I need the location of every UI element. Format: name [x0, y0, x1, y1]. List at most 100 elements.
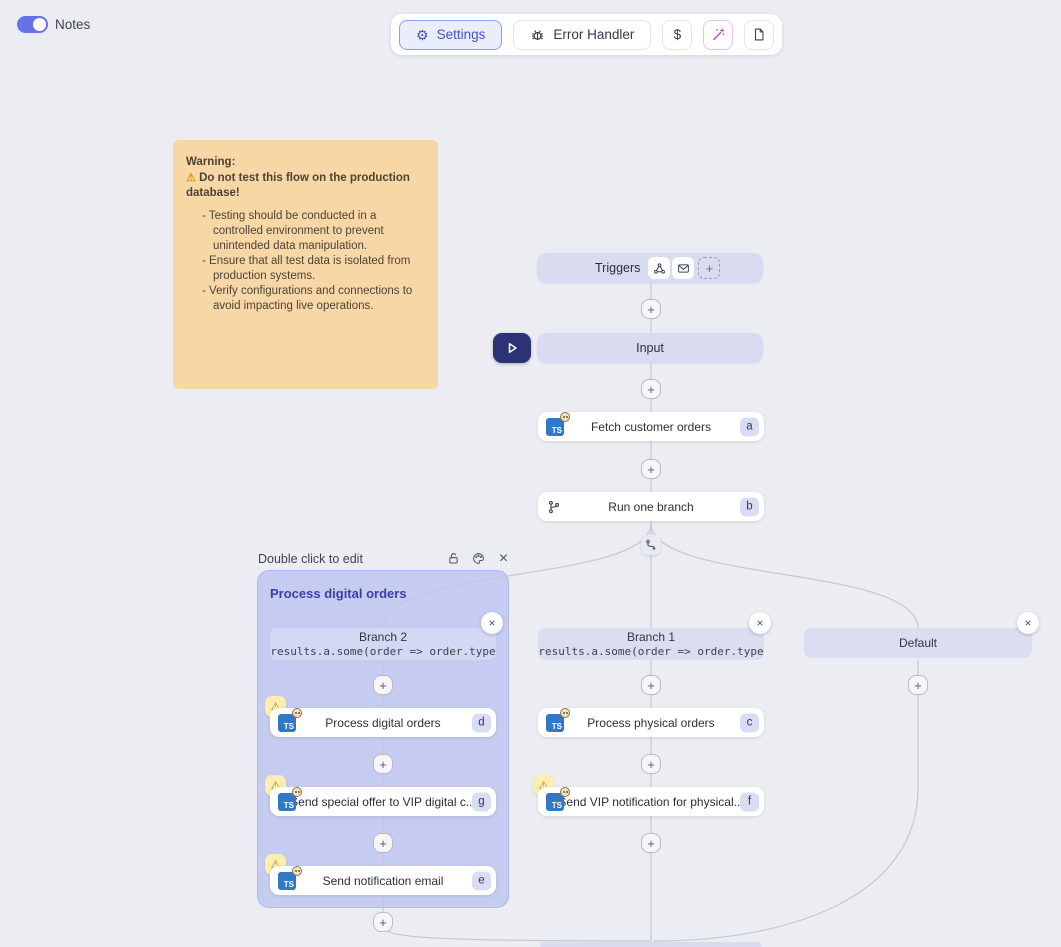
delete-branch-button[interactable]: × [1017, 612, 1039, 634]
note-alert-text: Do not test this flow on the production … [186, 171, 410, 200]
shortcut-badge: d [472, 713, 491, 732]
run-flow-button[interactable] [493, 333, 531, 363]
git-branch-icon [547, 500, 561, 514]
document-button[interactable] [744, 19, 775, 50]
plus-icon: + [379, 914, 387, 930]
typescript-icon: TS [278, 707, 302, 732]
add-step-button[interactable]: + [641, 675, 661, 695]
add-step-button[interactable]: + [373, 754, 393, 774]
plus-icon: + [705, 260, 714, 276]
branch-split-icon[interactable] [641, 535, 661, 555]
branch-name: Branch 1 [626, 629, 676, 644]
add-step-button[interactable]: + [641, 459, 661, 479]
plus-icon: + [647, 381, 655, 397]
settings-button[interactable]: ⚙ Settings [399, 19, 503, 50]
input-node-label: Input [636, 341, 664, 355]
task-node-send-notification-email[interactable]: TS Send notification email e [270, 865, 496, 895]
node-emoji-badge [292, 707, 302, 718]
add-step-button[interactable]: + [373, 912, 393, 932]
node-emoji-badge [292, 786, 302, 797]
task-node-label: Process physical orders [587, 715, 715, 730]
error-handler-button-label: Error Handler [553, 27, 635, 42]
note-list: Testing should be conducted in a control… [186, 209, 425, 314]
task-node-label: Send notification email [322, 873, 444, 888]
error-handler-button[interactable]: Error Handler [513, 19, 652, 50]
settings-button-label: Settings [436, 27, 486, 42]
sticky-note[interactable]: Warning: ⚠ Do not test this flow on the … [173, 140, 438, 389]
plus-icon: + [647, 835, 655, 851]
typescript-icon: TS [278, 865, 302, 890]
dollar-button[interactable]: $ [662, 19, 693, 50]
task-node-label: Send VIP notification for physical... [558, 794, 744, 809]
notes-toggle[interactable] [17, 16, 48, 33]
close-icon: × [1024, 616, 1032, 630]
node-emoji-badge [560, 411, 570, 422]
triggers-node[interactable]: Triggers + [537, 253, 763, 283]
branch-condition: results.a.some(order => order.type [270, 644, 496, 658]
branch-node-branch2[interactable]: Branch 2 results.a.some(order => order.t… [270, 628, 496, 660]
webhook-trigger-button[interactable] [648, 257, 671, 279]
group-toolbar: × [446, 549, 511, 567]
add-step-button[interactable]: + [641, 299, 661, 319]
magic-wand-button[interactable] [703, 19, 734, 50]
add-step-button[interactable]: + [641, 379, 661, 399]
task-node-send-special-offer[interactable]: TS Send special offer to VIP digital c..… [270, 786, 496, 816]
document-icon [752, 27, 766, 42]
typescript-icon: TS [546, 707, 570, 732]
delete-group-icon[interactable]: × [498, 549, 509, 567]
top-toolbar: ⚙ Settings Error Handler $ [391, 14, 783, 55]
unlock-icon[interactable] [446, 551, 461, 566]
plus-icon: + [647, 677, 655, 693]
warning-icon: ⚠ [270, 859, 281, 871]
magic-wand-icon [711, 27, 726, 42]
add-step-button[interactable]: + [373, 675, 393, 695]
task-node-label: Fetch customer orders [590, 419, 712, 434]
shortcut-badge: f [740, 792, 759, 811]
branch-node-default[interactable]: Default [804, 628, 1032, 658]
shortcut-badge: e [472, 871, 491, 890]
palette-icon[interactable] [471, 551, 486, 566]
node-emoji-badge [292, 865, 302, 876]
webhook-icon [653, 262, 666, 275]
play-icon [504, 340, 520, 356]
note-list-item: Testing should be conducted in a control… [209, 209, 425, 254]
group-title: Process digital orders [270, 586, 407, 601]
note-list-item: Ensure that all test data is isolated fr… [209, 254, 425, 284]
email-trigger-button[interactable] [672, 257, 695, 279]
delete-branch-button[interactable]: × [481, 612, 503, 634]
dollar-icon: $ [673, 27, 682, 42]
branch-condition: results.a.some(order => order.type [538, 644, 764, 658]
task-node-fetch-customer-orders[interactable]: TS Fetch customer orders a [538, 411, 764, 441]
plus-icon: + [647, 461, 655, 477]
task-node-process-physical-orders[interactable]: TS Process physical orders c [538, 707, 764, 737]
node-group-process-digital-orders[interactable] [257, 570, 509, 908]
task-node-process-digital-orders[interactable]: TS Process digital orders d [270, 707, 496, 737]
branch-node-branch1[interactable]: Branch 1 results.a.some(order => order.t… [538, 628, 764, 660]
typescript-icon: TS [546, 411, 570, 436]
delete-branch-button[interactable]: × [749, 612, 771, 634]
plus-icon: + [379, 835, 387, 851]
note-list-item: Verify configurations and connections to… [209, 284, 425, 314]
input-node[interactable]: Input [537, 333, 763, 363]
plus-icon: + [647, 756, 655, 772]
gear-icon: ⚙ [416, 26, 429, 43]
warning-icon: ⚠ [270, 780, 281, 792]
add-step-button[interactable]: + [641, 754, 661, 774]
warning-emoji-icon: ⚠ [186, 171, 196, 184]
add-step-button[interactable]: + [373, 833, 393, 853]
shortcut-badge: a [740, 417, 759, 436]
add-step-button[interactable]: + [641, 833, 661, 853]
task-node-run-one-branch[interactable]: Run one branch b [538, 492, 764, 521]
add-step-button[interactable]: + [908, 675, 928, 695]
plus-icon: + [379, 677, 387, 693]
merge-node-partial[interactable] [540, 942, 762, 947]
shortcut-badge: g [472, 792, 491, 811]
task-node-label: Process digital orders [325, 715, 441, 730]
task-node-send-vip-notification[interactable]: TS Send VIP notification for physical...… [538, 786, 764, 816]
typescript-icon: TS [278, 786, 302, 811]
task-node-label: Run one branch [608, 499, 694, 514]
add-trigger-button[interactable]: + [698, 257, 721, 279]
group-edit-hint: Double click to edit [258, 552, 363, 566]
